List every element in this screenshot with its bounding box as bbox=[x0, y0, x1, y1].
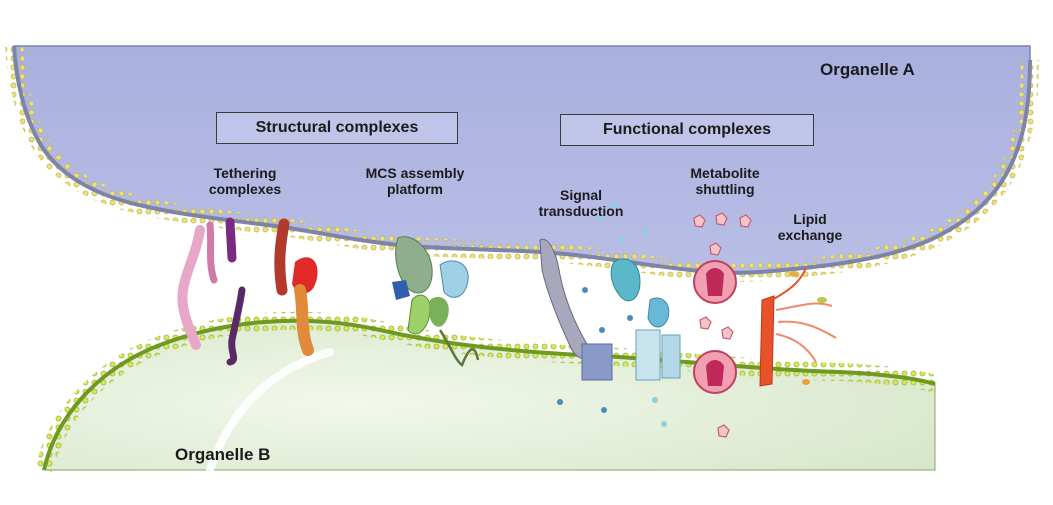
lipid-line-2: exchange bbox=[777, 227, 843, 244]
lipid-exchange-proteins bbox=[759, 267, 837, 387]
mcs-line-2: platform bbox=[387, 181, 443, 198]
organelle-a-label: Organelle A bbox=[820, 60, 915, 79]
signal-transduction-proteins bbox=[539, 202, 681, 427]
tethering-complexes-label: Tethering complexes bbox=[190, 165, 300, 197]
metabolite-shuttling-proteins bbox=[693, 212, 752, 438]
metabolite-shuttling-label: Metabolite shuttling bbox=[670, 165, 780, 197]
signal-line-1: Signal bbox=[559, 187, 602, 203]
signal-transduction-label: Signal transduction bbox=[526, 187, 636, 219]
functional-complexes-box: Functional complexes bbox=[560, 114, 814, 146]
metabolite-line-1: Metabolite bbox=[690, 165, 760, 181]
mcs-assembly-platform-proteins bbox=[392, 236, 480, 367]
mcs-assembly-platform-label: MCS assembly platform bbox=[350, 165, 480, 197]
lipid-line-1: Lipid bbox=[793, 211, 827, 227]
tethering-line-2: complexes bbox=[208, 181, 282, 198]
organelle-b-label: Organelle B bbox=[175, 445, 271, 464]
lipid-exchange-label: Lipid exchange bbox=[765, 211, 855, 243]
structural-complexes-box: Structural complexes bbox=[216, 112, 458, 144]
tethering-complexes-proteins bbox=[177, 217, 318, 366]
mcs-line-1: MCS assembly bbox=[365, 165, 465, 181]
metabolite-line-2: shuttling bbox=[695, 181, 755, 198]
tethering-line-1: Tethering bbox=[213, 165, 277, 181]
organelle-a bbox=[5, 45, 1039, 282]
organelle-b bbox=[35, 311, 938, 474]
signal-line-2: transduction bbox=[538, 203, 624, 220]
